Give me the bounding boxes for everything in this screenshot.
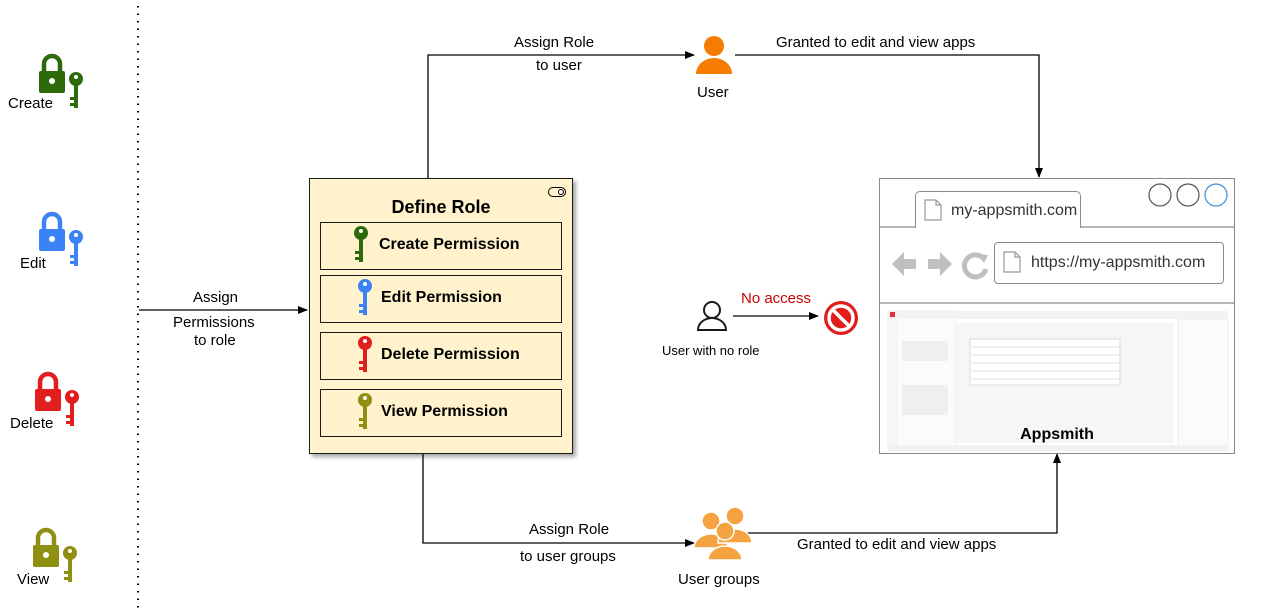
edit-permission-label: Edit Permission bbox=[381, 289, 502, 306]
legend-label-create: Create bbox=[8, 95, 54, 112]
document-icon bbox=[1003, 251, 1021, 273]
assign-permissions-label: Assign bbox=[193, 289, 239, 306]
role-title: Define Role bbox=[391, 197, 491, 217]
user-groups-label: User groups bbox=[678, 571, 760, 588]
granted-groups-label: Granted to edit and view apps bbox=[797, 536, 997, 553]
window-button-icon bbox=[1176, 183, 1200, 207]
view-permission-label: View Permission bbox=[381, 403, 508, 420]
delete-lock-key-icon bbox=[35, 371, 79, 426]
user-no-role-icon bbox=[696, 301, 728, 331]
back-arrow-icon bbox=[892, 252, 916, 276]
edit-key-icon bbox=[358, 279, 372, 315]
no-access-icon bbox=[824, 301, 858, 335]
assign-groups-arrow bbox=[422, 453, 695, 547]
window-button-icon bbox=[1148, 183, 1172, 207]
assign-user-arrow bbox=[427, 51, 695, 178]
delete-key-icon bbox=[358, 336, 372, 372]
forward-arrow-icon bbox=[928, 252, 952, 276]
assign-user-label-2: to user bbox=[536, 57, 582, 74]
user-icon bbox=[696, 36, 732, 74]
delete-permission-label: Delete Permission bbox=[381, 346, 520, 363]
app-screenshot-thumbnail bbox=[887, 310, 1229, 451]
user-groups-icon bbox=[693, 506, 753, 561]
user-label: User bbox=[697, 84, 729, 101]
delete-permission-row: Delete Permission bbox=[320, 332, 562, 380]
legend-label-delete: Delete bbox=[10, 415, 54, 432]
create-key-icon bbox=[354, 226, 368, 262]
define-role-box: Define Role Create Permission Edit Permi… bbox=[309, 178, 573, 454]
view-lock-key-icon bbox=[33, 527, 77, 582]
url-text: https://my-appsmith.com bbox=[1031, 254, 1206, 271]
document-icon bbox=[924, 199, 942, 221]
app-name: Appsmith bbox=[1020, 426, 1094, 443]
tab-title: my-appsmith.com bbox=[951, 202, 1078, 219]
no-role-label: User with no role bbox=[662, 343, 760, 358]
create-permission-label: Create Permission bbox=[379, 236, 520, 253]
edit-lock-key-icon bbox=[39, 211, 83, 266]
granted-user-arrow bbox=[735, 54, 1043, 178]
browser-chrome bbox=[880, 183, 1234, 451]
reload-icon bbox=[961, 252, 989, 280]
view-key-icon bbox=[358, 393, 372, 429]
assign-user-label: Assign Role bbox=[514, 34, 595, 51]
granted-user-label: Granted to edit and view apps bbox=[776, 34, 976, 51]
legend-label-edit: Edit bbox=[20, 255, 46, 272]
browser-window: my-appsmith.com https://my-appsmith.com … bbox=[879, 178, 1235, 454]
view-permission-row: View Permission bbox=[320, 389, 562, 437]
assign-permissions-label-3: to role bbox=[194, 332, 236, 349]
create-permission-row: Create Permission bbox=[320, 222, 562, 270]
assign-groups-label-2: to user groups bbox=[520, 548, 616, 565]
edit-permission-row: Edit Permission bbox=[320, 275, 562, 323]
toggle-icon bbox=[548, 187, 566, 197]
window-button-icon bbox=[1204, 183, 1228, 207]
legend-label-view: View bbox=[17, 571, 50, 588]
assign-groups-label: Assign Role bbox=[529, 521, 610, 538]
assign-permissions-label-2: Permissions bbox=[173, 314, 255, 331]
granted-groups-arrow bbox=[745, 453, 1061, 534]
browser-tab[interactable]: my-appsmith.com bbox=[915, 191, 1081, 228]
no-access-label: No access bbox=[741, 290, 812, 307]
create-lock-key-icon bbox=[39, 53, 83, 108]
url-bar[interactable]: https://my-appsmith.com bbox=[994, 242, 1224, 284]
